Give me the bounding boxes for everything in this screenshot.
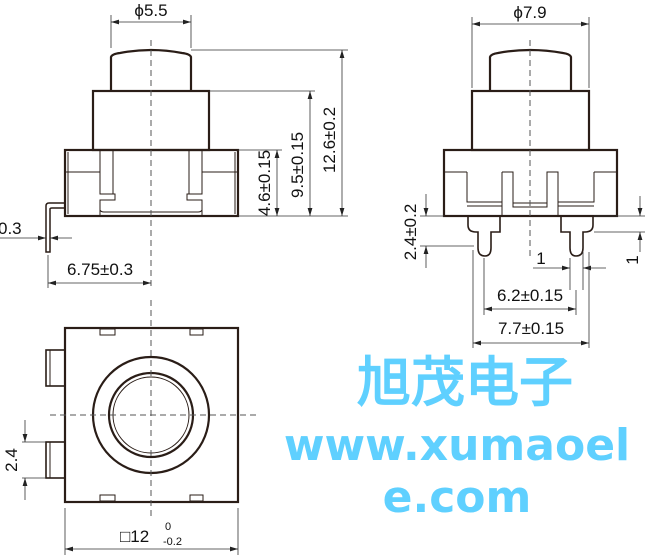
pin-length-label: 2.4±0.2 [401, 204, 420, 261]
inner-spacing-label: 6.2±0.15 [497, 286, 563, 305]
watermark-website: www.xumaoele.com [283, 420, 631, 523]
tolerance-upper: 0 [165, 521, 171, 533]
bottom-view: 2.4 □12 0 -0.2 [2, 300, 256, 555]
tab-width-label: 2.4 [2, 448, 21, 472]
total-height-label: 12.6±0.2 [320, 107, 339, 173]
lead-outline [45, 202, 65, 253]
cap-diameter-label: ϕ5.5 [134, 1, 167, 20]
side-tab [45, 349, 66, 387]
side-tab [45, 441, 66, 479]
lead-offset-label: 6.75±0.3 [67, 260, 133, 279]
pin-right [560, 216, 594, 257]
pin-width-label: 1 [536, 249, 545, 268]
pin-protrusion-label: 1 [623, 255, 642, 264]
body-diameter-label: ϕ7.9 [513, 3, 546, 22]
lead-thickness-label: 0.3 [0, 219, 22, 238]
watermark-company: 旭茂电子 [357, 351, 573, 414]
outer-spacing-label: 7.7±0.15 [498, 319, 564, 338]
pin-left [467, 216, 501, 257]
square-size-label: □12 [120, 527, 149, 546]
front-view: ϕ5.5 4.6±0.15 9.5±0.15 12.6±0.2 0.3 6.75… [0, 1, 348, 290]
side-view: ϕ7.9 2.4±0.2 1 1 6.2±0.15 7.7±0.15 [401, 3, 645, 348]
body-height-label: 9.5±0.15 [288, 132, 307, 198]
base-height-label: 4.6±0.15 [255, 150, 274, 216]
tolerance-lower: -0.2 [163, 536, 182, 548]
